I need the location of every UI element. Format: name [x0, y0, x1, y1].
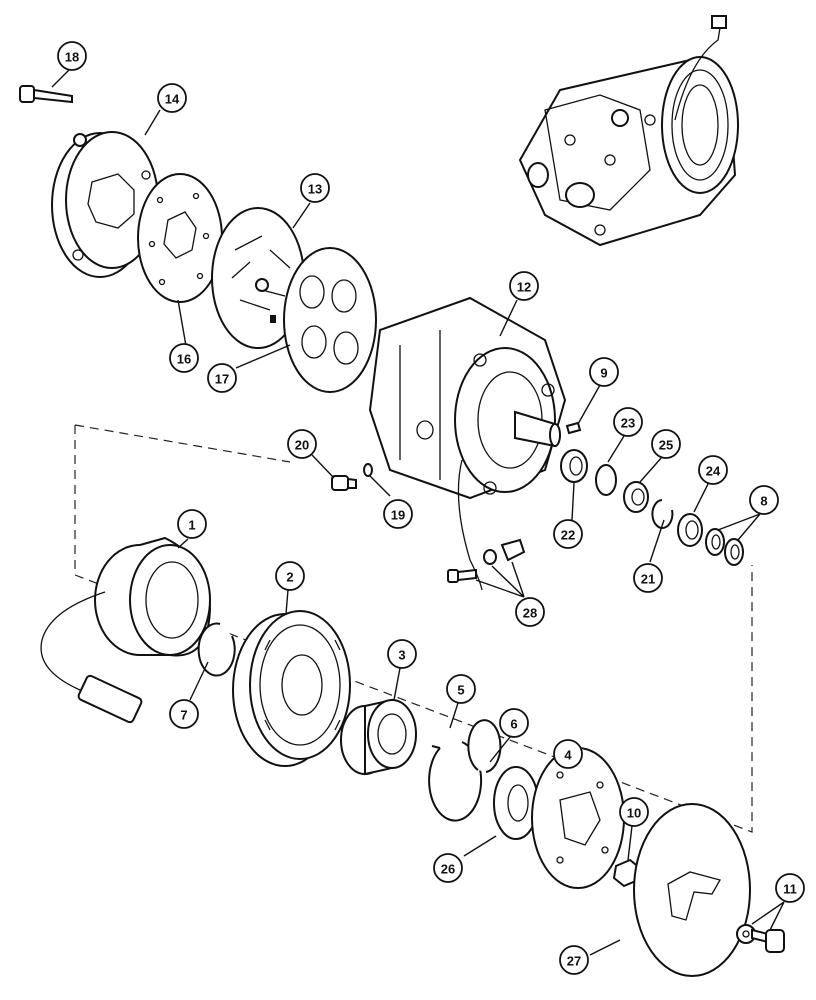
callout-label: 16	[177, 352, 191, 367]
part-16-plate	[137, 173, 223, 303]
callout-label: 9	[600, 366, 607, 381]
callout-4: 4	[553, 739, 583, 769]
part-24-washer	[677, 513, 703, 547]
part-20-plug	[331, 475, 357, 491]
part-8-shims	[705, 528, 744, 566]
compressor-assembly-drawing	[518, 15, 739, 247]
callout-label: 25	[659, 438, 673, 453]
callout-label: 10	[627, 806, 641, 821]
part-13-valve-plate	[211, 207, 305, 349]
part-12-compressor-body	[368, 296, 567, 591]
callout-label: 11	[783, 882, 797, 897]
assembly-boundary-dashed	[74, 424, 753, 833]
part-11-bolt-washer	[736, 924, 785, 953]
part-14-clutch-hub	[51, 131, 159, 278]
callout-26: 26	[433, 853, 463, 883]
part-1-field-coil	[40, 536, 212, 724]
callout-label: 21	[641, 572, 655, 587]
part-6-snap-ring	[467, 719, 502, 773]
callout-17: 17	[207, 363, 237, 393]
callout-11: 11	[775, 873, 805, 903]
callout-balloons: 1814131617129201923252224821281273564102…	[57, 41, 805, 975]
callout-label: 23	[621, 416, 635, 431]
part-3-bearing	[340, 698, 417, 776]
part-2-pulley	[232, 610, 351, 767]
part-21-circlip	[651, 499, 674, 529]
callout-2: 2	[275, 561, 305, 591]
callout-13: 13	[300, 173, 330, 203]
callout-label: 20	[295, 438, 309, 453]
callout-22: 22	[553, 519, 583, 549]
callout-label: 28	[523, 606, 537, 621]
part-17-gasket	[283, 247, 377, 393]
callout-16: 16	[169, 343, 199, 373]
callout-label: 4	[564, 748, 572, 763]
callout-6: 6	[499, 708, 529, 738]
callout-3: 3	[387, 639, 417, 669]
callout-24: 24	[698, 455, 728, 485]
callout-label: 24	[706, 464, 721, 479]
callout-label: 5	[457, 683, 464, 698]
callout-21: 21	[633, 563, 663, 593]
callout-20: 20	[287, 429, 317, 459]
callout-7: 7	[169, 699, 199, 729]
callout-label: 14	[165, 92, 180, 107]
callout-label: 3	[398, 648, 405, 663]
part-23-o-ring	[595, 464, 617, 496]
callout-18: 18	[57, 41, 87, 71]
callout-label: 6	[510, 717, 517, 732]
leader-lines	[51, 66, 785, 956]
callout-label: 1	[188, 518, 195, 533]
callout-1: 1	[177, 509, 207, 539]
callout-label: 7	[180, 708, 187, 723]
callout-label: 19	[391, 508, 405, 523]
callout-14: 14	[157, 83, 187, 113]
callout-9: 9	[589, 357, 619, 387]
part-25-seal-seat	[623, 481, 649, 513]
callout-23: 23	[613, 407, 643, 437]
part-26-shim	[493, 766, 539, 840]
part-9-key	[565, 421, 582, 435]
callout-label: 12	[517, 280, 531, 295]
part-7-snap-ring	[197, 622, 236, 677]
part-4-armature-plate	[531, 747, 625, 889]
callout-label: 27	[567, 954, 581, 969]
part-27-cover	[633, 803, 751, 977]
callout-28: 28	[515, 597, 545, 627]
part-28-ground-hardware	[447, 538, 526, 583]
callout-label: 13	[308, 182, 322, 197]
callout-25: 25	[651, 429, 681, 459]
callout-19: 19	[383, 499, 413, 529]
callout-12: 12	[509, 271, 539, 301]
callout-label: 8	[760, 494, 767, 509]
callout-label: 2	[286, 570, 293, 585]
callout-label: 18	[65, 50, 79, 65]
callout-label: 26	[441, 862, 455, 877]
callout-label: 22	[561, 528, 575, 543]
part-22-shaft-seal	[560, 449, 588, 483]
callout-label: 17	[215, 372, 229, 387]
part-18-bolt	[19, 85, 73, 104]
callout-27: 27	[559, 945, 589, 975]
callout-10: 10	[619, 797, 649, 827]
part-19-o-ring	[363, 463, 373, 477]
callout-5: 5	[446, 674, 476, 704]
callout-8: 8	[749, 485, 779, 515]
